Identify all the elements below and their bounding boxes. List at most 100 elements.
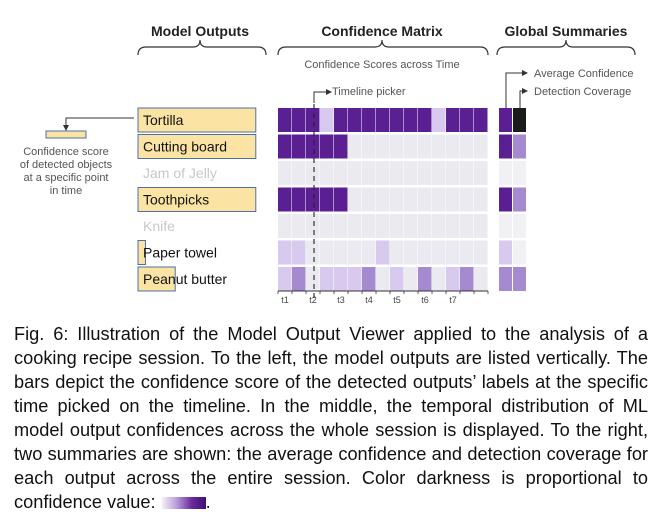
matrix-cell[interactable] — [334, 187, 348, 212]
matrix-cell[interactable] — [474, 161, 488, 185]
matrix-cell[interactable] — [362, 134, 376, 159]
matrix-cell[interactable] — [376, 240, 390, 265]
matrix-cell[interactable] — [320, 240, 334, 265]
matrix-cell[interactable] — [432, 161, 446, 185]
matrix-cell[interactable] — [348, 134, 362, 159]
matrix-cell[interactable] — [348, 161, 362, 185]
matrix-cell[interactable] — [446, 214, 460, 238]
model-output-label[interactable]: Peanut butter — [143, 271, 227, 287]
matrix-cell[interactable] — [474, 108, 488, 132]
matrix-cell[interactable] — [362, 214, 376, 238]
matrix-cell[interactable] — [320, 187, 334, 212]
matrix-cell[interactable] — [292, 240, 306, 265]
matrix-cell[interactable] — [474, 267, 488, 291]
matrix-cell[interactable] — [362, 108, 376, 132]
matrix-cell[interactable] — [432, 214, 446, 238]
matrix-cell[interactable] — [460, 108, 474, 132]
model-output-label[interactable]: Paper towel — [143, 245, 217, 261]
matrix-cell[interactable] — [334, 214, 348, 238]
matrix-cell[interactable] — [362, 240, 376, 265]
matrix-cell[interactable] — [404, 108, 418, 132]
matrix-cell[interactable] — [348, 108, 362, 132]
matrix-cell[interactable] — [418, 214, 432, 238]
matrix-cell[interactable] — [376, 108, 390, 132]
model-output-label[interactable]: Knife — [143, 218, 175, 234]
matrix-cell[interactable] — [376, 134, 390, 159]
timeline-tick-label[interactable]: t1 — [281, 295, 289, 305]
matrix-cell[interactable] — [460, 187, 474, 212]
matrix-cell[interactable] — [278, 187, 292, 212]
matrix-cell[interactable] — [362, 187, 376, 212]
matrix-cell[interactable] — [306, 134, 320, 159]
matrix-cell[interactable] — [474, 187, 488, 212]
model-output-label[interactable]: Cutting board — [143, 139, 227, 155]
matrix-cell[interactable] — [278, 240, 292, 265]
matrix-cell[interactable] — [432, 267, 446, 291]
timeline-tick-label[interactable]: t5 — [393, 295, 401, 305]
matrix-cell[interactable] — [460, 214, 474, 238]
matrix-cell[interactable] — [390, 134, 404, 159]
matrix-cell[interactable] — [348, 214, 362, 238]
timeline-tick-label[interactable]: t6 — [421, 295, 429, 305]
matrix-cell[interactable] — [404, 161, 418, 185]
matrix-cell[interactable] — [390, 161, 404, 185]
matrix-cell[interactable] — [460, 161, 474, 185]
matrix-cell[interactable] — [404, 187, 418, 212]
matrix-cell[interactable] — [306, 214, 320, 238]
matrix-cell[interactable] — [292, 267, 306, 291]
matrix-cell[interactable] — [474, 214, 488, 238]
matrix-cell[interactable] — [446, 108, 460, 132]
matrix-cell[interactable] — [446, 134, 460, 159]
matrix-cell[interactable] — [446, 240, 460, 265]
matrix-cell[interactable] — [404, 267, 418, 291]
matrix-cell[interactable] — [418, 161, 432, 185]
matrix-cell[interactable] — [460, 240, 474, 265]
matrix-cell[interactable] — [418, 267, 432, 291]
matrix-cell[interactable] — [432, 187, 446, 212]
matrix-cell[interactable] — [306, 240, 320, 265]
matrix-cell[interactable] — [278, 134, 292, 159]
matrix-cell[interactable] — [432, 108, 446, 132]
matrix-cell[interactable] — [320, 134, 334, 159]
matrix-cell[interactable] — [306, 267, 320, 291]
model-output-label[interactable]: Tortilla — [143, 112, 184, 128]
matrix-cell[interactable] — [432, 240, 446, 265]
matrix-cell[interactable] — [292, 214, 306, 238]
matrix-cell[interactable] — [320, 108, 334, 132]
matrix-cell[interactable] — [376, 187, 390, 212]
matrix-cell[interactable] — [334, 240, 348, 265]
timeline-tick-label[interactable]: t7 — [449, 295, 457, 305]
matrix-cell[interactable] — [390, 187, 404, 212]
matrix-cell[interactable] — [292, 108, 306, 132]
matrix-cell[interactable] — [278, 214, 292, 238]
matrix-cell[interactable] — [418, 240, 432, 265]
matrix-cell[interactable] — [474, 134, 488, 159]
matrix-cell[interactable] — [292, 187, 306, 212]
matrix-cell[interactable] — [376, 161, 390, 185]
timeline-tick-label[interactable]: t2 — [309, 295, 317, 305]
matrix-cell[interactable] — [390, 214, 404, 238]
matrix-cell[interactable] — [320, 214, 334, 238]
matrix-cell[interactable] — [292, 134, 306, 159]
matrix-cell[interactable] — [376, 214, 390, 238]
matrix-cell[interactable] — [418, 108, 432, 132]
matrix-cell[interactable] — [348, 187, 362, 212]
matrix-cell[interactable] — [362, 267, 376, 291]
matrix-cell[interactable] — [474, 240, 488, 265]
matrix-cell[interactable] — [320, 161, 334, 185]
timeline-tick-label[interactable]: t4 — [365, 295, 373, 305]
matrix-cell[interactable] — [334, 267, 348, 291]
matrix-cell[interactable] — [390, 240, 404, 265]
matrix-cell[interactable] — [446, 267, 460, 291]
matrix-cell[interactable] — [306, 108, 320, 132]
timeline-tick-label[interactable]: t3 — [337, 295, 345, 305]
matrix-cell[interactable] — [460, 267, 474, 291]
matrix-cell[interactable] — [348, 267, 362, 291]
matrix-cell[interactable] — [404, 134, 418, 159]
matrix-cell[interactable] — [390, 267, 404, 291]
matrix-cell[interactable] — [278, 267, 292, 291]
matrix-cell[interactable] — [306, 187, 320, 212]
matrix-cell[interactable] — [362, 161, 376, 185]
matrix-cell[interactable] — [460, 134, 474, 159]
model-output-label[interactable]: Toothpicks — [143, 192, 209, 208]
